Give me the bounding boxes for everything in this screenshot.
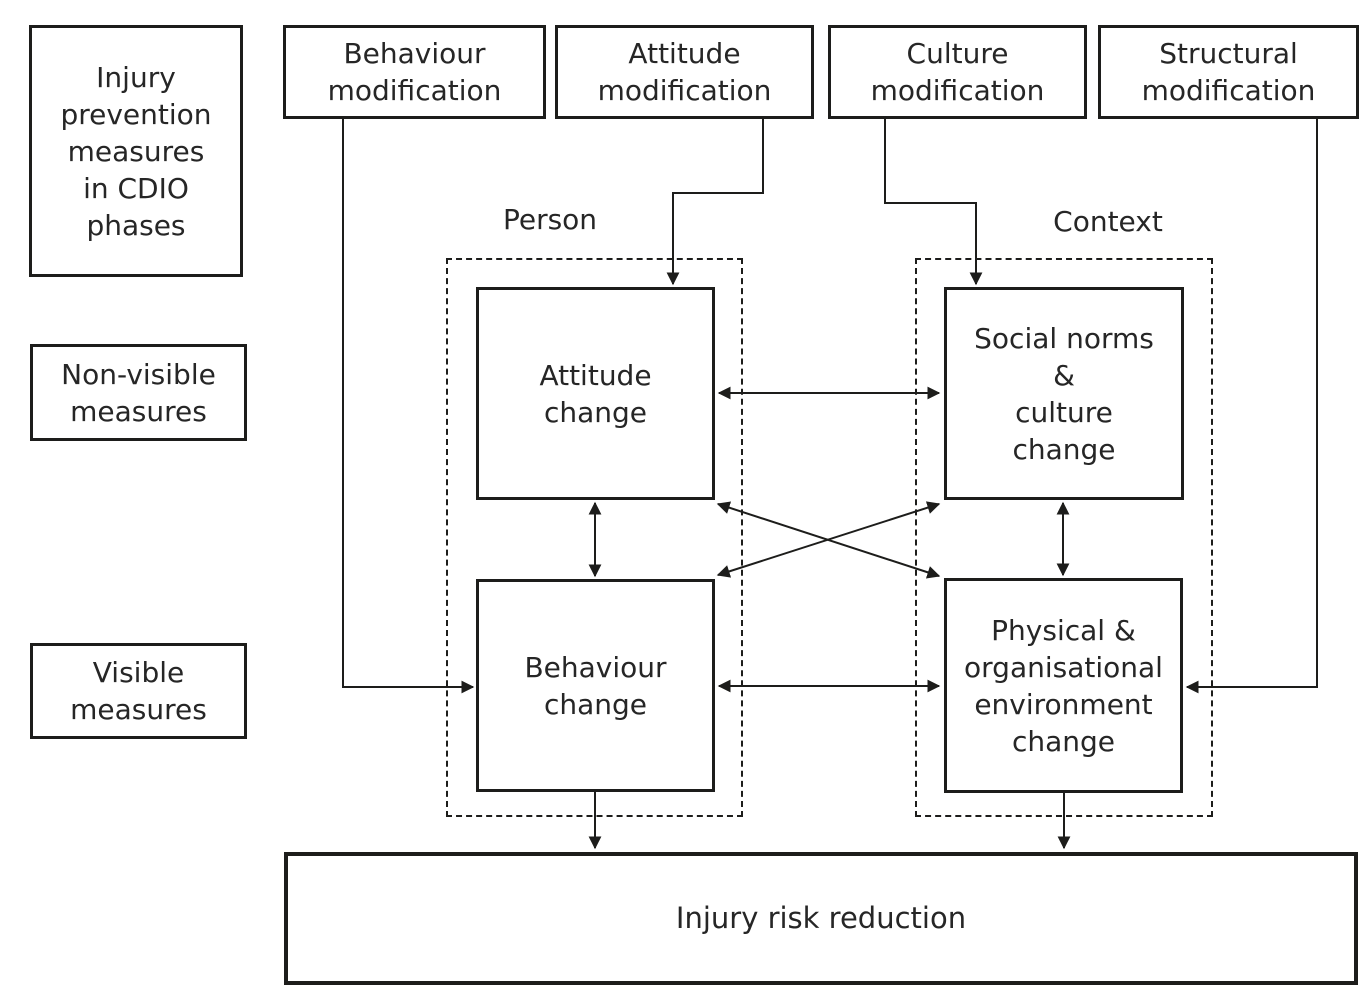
box-injury-risk-reduction: Injury risk reduction xyxy=(284,852,1358,985)
label-context: Context xyxy=(1053,205,1163,238)
box-non-visible-measures: Non-visible measures xyxy=(30,344,247,441)
box-culture-modification: Culture modification xyxy=(828,25,1087,119)
arrow-attitude-modification-to-attitude-change xyxy=(666,119,764,286)
arrow-social-norms-behaviour-change-diagonal xyxy=(716,501,941,578)
box-physical-organisational-environment-change: Physical & organisational environment ch… xyxy=(944,578,1183,793)
box-structural-modification: Structural modification xyxy=(1098,25,1359,119)
box-injury-prevention-cdio-phases: Injury prevention measures in CDIO phase… xyxy=(29,25,243,277)
box-visible-measures: Visible measures xyxy=(30,643,247,739)
arrow-culture-modification-to-social-norms-change xyxy=(884,119,983,286)
arrow-behaviour-modification-to-behaviour-change xyxy=(342,119,475,694)
box-behaviour-change: Behaviour change xyxy=(476,579,715,792)
label-person: Person xyxy=(502,203,598,236)
box-behaviour-modification: Behaviour modification xyxy=(283,25,546,119)
box-social-norms-culture-change: Social norms & culture change xyxy=(944,287,1184,500)
box-attitude-modification: Attitude modification xyxy=(555,25,814,119)
box-attitude-change: Attitude change xyxy=(476,287,715,500)
arrow-structural-modification-to-physical-change xyxy=(1185,119,1318,694)
